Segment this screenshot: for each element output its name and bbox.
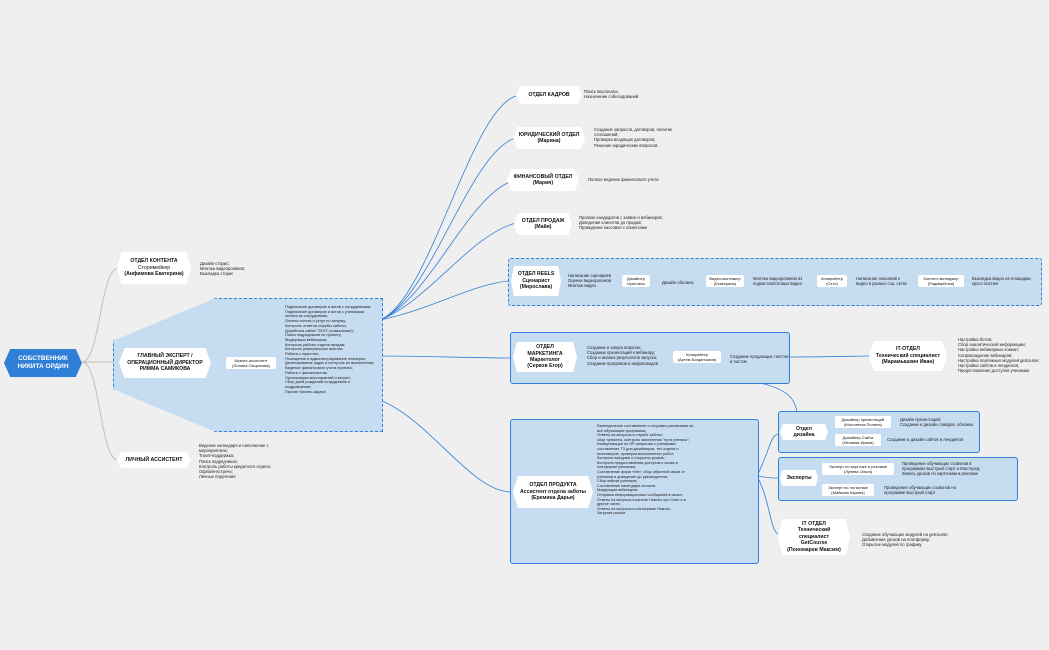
reels-editor-duties: Монтаж видеороликов из подкастов/готовых… bbox=[753, 276, 803, 287]
hr-dept-duties: Поиск персонала; Назначение собеседовани… bbox=[584, 89, 639, 100]
reels-copywriter-duties: Написание описаний к видео в разных соц.… bbox=[856, 276, 908, 287]
cards-expert-card[interactable]: Эксперт по карточке и рекламе (Лунева Ол… bbox=[822, 463, 894, 475]
business-assistant-card[interactable]: Бизнес-ассистент (Полина Окорокова) bbox=[226, 357, 276, 369]
head-expert-duties: Подписание договоров и актов с сотрудник… bbox=[285, 304, 375, 394]
getcourse-it-node[interactable]: IT ОТДЕЛ Технический специалист GetCours… bbox=[778, 519, 850, 555]
getcourse-it-duties: Создание обучающих модулей на getcourse;… bbox=[862, 532, 949, 548]
finance-dept-duties: Полное ведение финансового учета bbox=[588, 177, 659, 182]
it-dept-duties: Настройка ботов; Сбор аналитической инфо… bbox=[958, 337, 1040, 374]
sales-dept-duties: Прозвон кандидатов с заявок и вебинаров;… bbox=[579, 215, 663, 231]
experts-node[interactable]: Эксперты bbox=[780, 470, 818, 486]
cards-expert-duties: Проведение обучающих созвонов в программ… bbox=[902, 461, 981, 477]
marketing-copywriter-card[interactable]: Копирайтер (Артем Богданчиков) bbox=[673, 351, 721, 363]
reels-content-manager-duties: Выкладка видео на площадки, кросс-постин… bbox=[972, 276, 1032, 287]
logistics-expert-card[interactable]: Эксперт по логистике (Майкова Карина) bbox=[822, 484, 874, 496]
reels-editor-card[interactable]: Видео-монтажер (Екатерина) bbox=[706, 275, 744, 287]
experts-panel bbox=[778, 457, 1018, 501]
legal-dept-node[interactable]: ЮРИДИЧЕСКИЙ ОТДЕЛ (Марина) bbox=[513, 127, 585, 149]
reels-designer-duties: Дизайн обложек bbox=[662, 280, 694, 285]
reels-content-manager-card[interactable]: Контент-менеджер (РадмирИлья) bbox=[918, 275, 964, 287]
site-designer-card[interactable]: Дизайнер Сайта (Нечаева Ирина) bbox=[835, 434, 881, 446]
presentation-designer-duties: Дизайн презентаций; Создание и дизайн сл… bbox=[900, 417, 974, 428]
product-dept-node[interactable]: ОТДЕЛ ПРОДУКТА Ассистент отдела заботы (… bbox=[513, 476, 593, 508]
it-dept-node[interactable]: IT-ОТДЕЛ Технический специалист (Марамыш… bbox=[869, 341, 947, 371]
personal-assistant-node[interactable]: ЛИЧНЫЙ АССИСТЕНТ bbox=[117, 452, 191, 468]
reels-copywriter-card[interactable]: Копирайтер (Отто) bbox=[817, 275, 847, 287]
site-designer-duties: Создание и дизайн сайтов и лендингов bbox=[887, 437, 964, 442]
design-dept-node[interactable]: Отдел дизайна bbox=[780, 424, 828, 440]
marketing-dept-duties: Создание и запуск воронок; Создание през… bbox=[587, 345, 658, 366]
finance-dept-node[interactable]: ФИНАНСОВЫЙ ОТДЕЛ (Мария) bbox=[507, 169, 579, 191]
root-owner-node[interactable]: СОБСТВЕННИК НИКИТА ОРДИН bbox=[4, 349, 82, 377]
legal-dept-duties: Создание запросов, договоров, политик со… bbox=[594, 127, 672, 148]
presentation-designer-card[interactable]: Дизайнер презентаций (Мостипеза Полина) bbox=[835, 416, 891, 428]
reels-scenarist-duties: Написание сценариев Оценка видеороликов … bbox=[568, 273, 612, 289]
reels-designer-card[interactable]: Дизайнер Кристина bbox=[622, 275, 650, 287]
hr-dept-node[interactable]: ОТДЕЛ КАДРОВ bbox=[516, 86, 582, 104]
head-expert-node[interactable]: ГЛАВНЫЙ ЭКСПЕРТ / ОПЕРАЦИОННЫЙ ДИРЕКТОР … bbox=[119, 348, 211, 378]
sales-dept-node[interactable]: ОТДЕЛ ПРОДАЖ (Майя) bbox=[514, 213, 572, 235]
marketing-copywriter-duties: Создание продающих текстов и постов bbox=[730, 354, 789, 365]
marketing-dept-node[interactable]: ОТДЕЛ МАРКЕТИНГА Маркетолог (Серков Егор… bbox=[513, 342, 577, 372]
logistics-expert-duties: Проведение обучающих созвонов на програм… bbox=[884, 485, 956, 496]
personal-assistant-duties: Ведение календаря и наполнение с меропри… bbox=[199, 443, 271, 480]
content-dept-node[interactable]: ОТДЕЛ КОНТЕНТА Сторимейкер (Анфимова Ека… bbox=[117, 252, 191, 284]
product-dept-duties: Еженедельное составление и отправка расп… bbox=[597, 424, 694, 516]
content-dept-duties: Дизайн сторис; Монтаж видеороликов; Выкл… bbox=[200, 261, 245, 277]
reels-dept-node[interactable]: ОТДЕЛ REELS Сценарист (Мирослава) bbox=[511, 266, 561, 296]
